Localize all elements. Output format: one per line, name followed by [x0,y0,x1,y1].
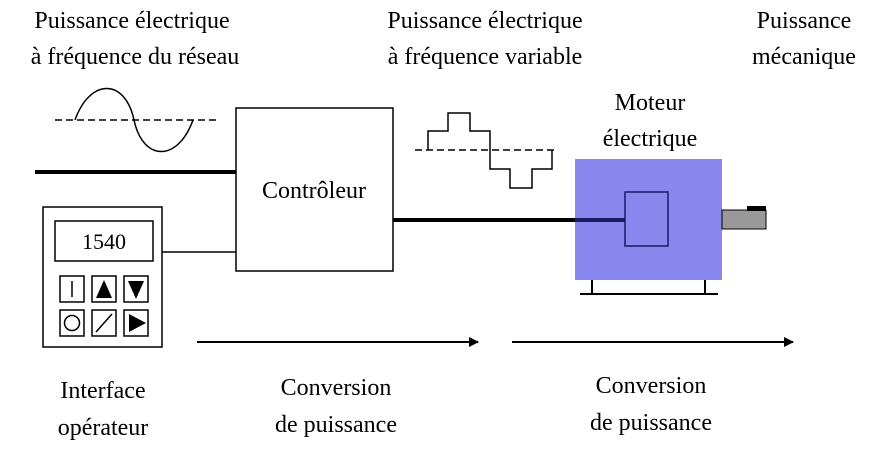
operator-display-value: 1540 [82,229,126,254]
triangle-up-icon [96,280,112,298]
stop-key[interactable] [59,309,85,337]
conversion1-label-line2: de puissance [275,412,397,438]
operator-display [54,220,154,262]
mechanical-power-label-line1: Puissance [757,8,852,34]
triangle-down-icon [128,281,144,299]
stop-icon [63,314,81,332]
down-key[interactable] [123,275,149,303]
motor-label-line2: électrique [603,126,698,152]
grid-power-label-line2: à fréquence du réseau [31,44,240,70]
stepped-wave-icon [427,112,553,189]
run-key[interactable] [123,309,149,337]
controller-box [235,107,394,272]
motor-shaft-key [747,206,766,211]
variable-power-label-line1: Puissance électrique [387,8,582,34]
variable-power-label-line2: à fréquence variable [388,44,583,70]
slash-icon [95,313,113,333]
operator-label-line1: Interface [60,378,145,404]
mechanical-power-label-line2: mécanique [752,44,856,70]
operator-label-line2: opérateur [58,415,149,441]
grid-power-label-line1: Puissance électrique [34,8,229,34]
conversion2-label-line1: Conversion [596,373,707,399]
up-key[interactable] [91,275,117,303]
sine-wave-icon [74,87,194,153]
conversion1-label-line1: Conversion [281,375,392,401]
conversion2-label-line2: de puissance [590,410,712,436]
motor-label-line1: Moteur [615,90,686,116]
direction-key[interactable] [91,309,117,337]
start-key[interactable] [59,275,85,303]
motor-shaft [721,209,767,230]
controller-label: Contrôleur [262,178,366,204]
play-icon [129,314,146,332]
